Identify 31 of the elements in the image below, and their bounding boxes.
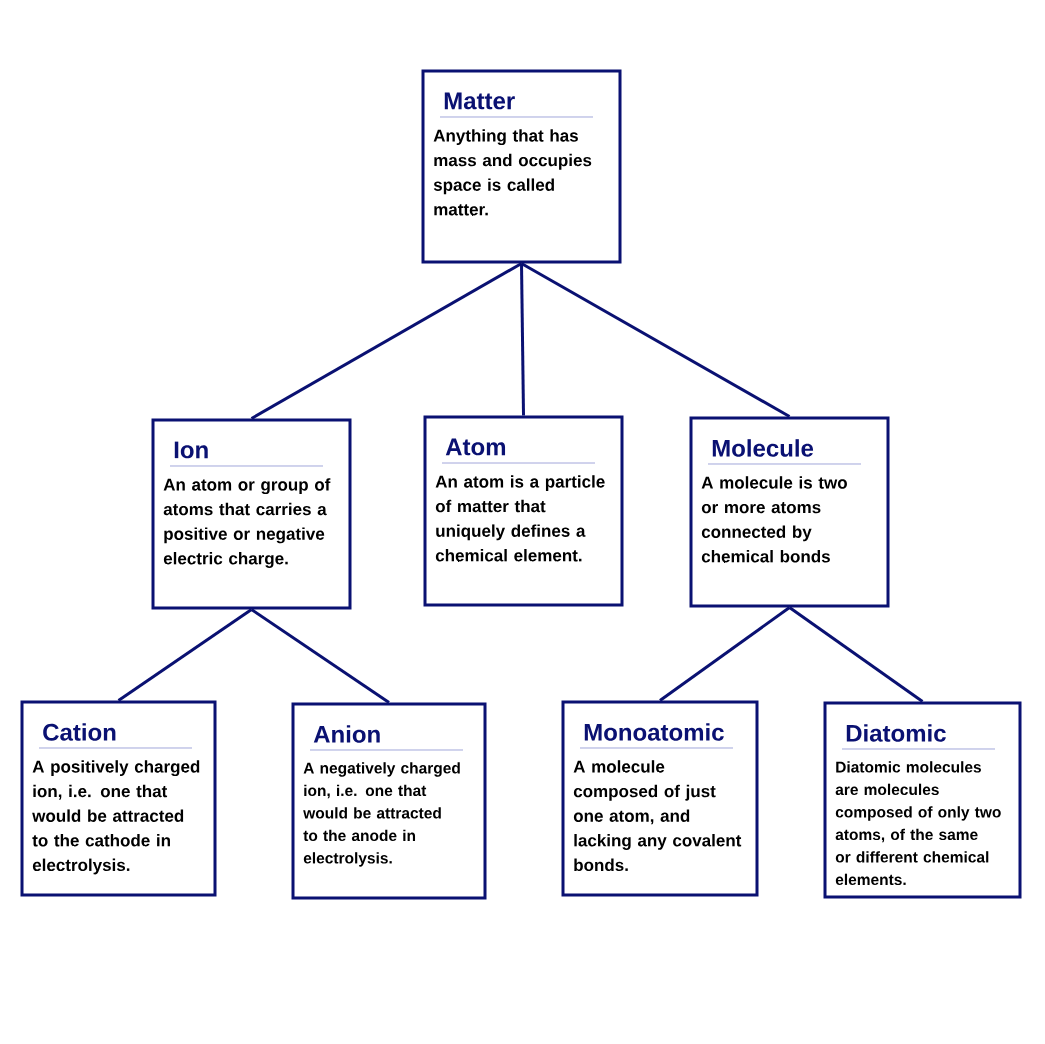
heading: Molecule [712, 439, 814, 457]
description: A molecule is two or more atoms connected by chemical bonds [701, 476, 847, 563]
connector-line [520, 263, 525, 416]
description: A negatively charged ion, i.e. one that would be attracted to the anode in electrolysis. [303, 762, 460, 867]
description: Anything that has mass and occupies space is called matter. [433, 129, 592, 216]
description: A positively charged ion, i.e. one that would be attracted to the cathode in electrolysis. [32, 760, 200, 875]
concept-box [291, 702, 487, 900]
heading: Atom [445, 438, 506, 456]
connector-line [250, 262, 523, 420]
connector-line [520, 262, 791, 418]
connector-line [659, 606, 791, 702]
concept-box [561, 700, 759, 897]
description: A molecule composed of just one atom, and lacking any covalent bonds. [573, 760, 742, 872]
description: Diatomic molecules are molecules composed of only two atoms, of the same or different chemical elements. [835, 761, 1001, 886]
concept-box [20, 700, 217, 897]
description: An atom or group of atoms that carries a positive or negative electric charge. [163, 478, 331, 568]
heading: Cation [43, 723, 116, 741]
concept-box [823, 701, 1022, 899]
connector-line [117, 608, 253, 702]
heading: Ion [174, 441, 208, 459]
concept-box [421, 69, 622, 264]
concept-box [689, 416, 890, 608]
heading: Diatomic [846, 724, 946, 742]
description: An atom is a particle of matter that uniquely defines a chemical element. [435, 475, 605, 562]
heading: Matter [444, 92, 515, 110]
connector-line [788, 606, 924, 703]
connector-line [250, 608, 390, 704]
heading: Monoatomic [584, 723, 724, 741]
concept-box [151, 418, 352, 610]
heading: Anion [313, 725, 380, 743]
concept-box [423, 415, 624, 607]
